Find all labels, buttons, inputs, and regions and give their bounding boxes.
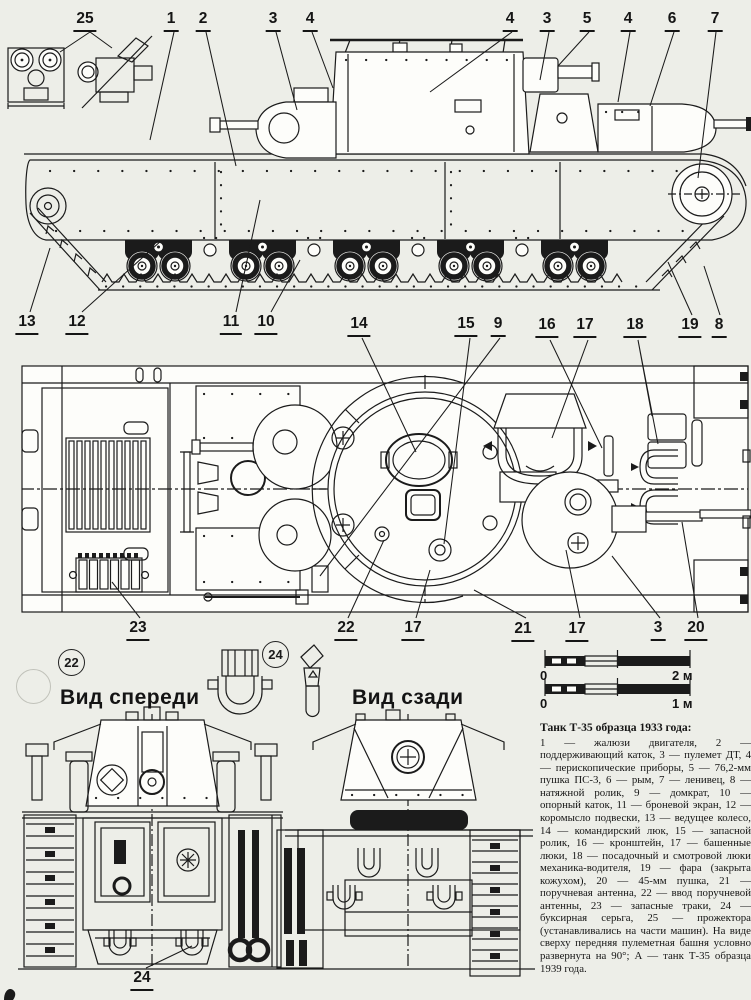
rear-left-track — [276, 829, 324, 969]
callout-3b: 3 — [539, 10, 555, 32]
callout-11: 11 — [219, 313, 243, 335]
callout-16: 16 — [535, 316, 559, 338]
callout-17: 17 — [573, 316, 597, 338]
callout-3: 3 — [265, 10, 281, 32]
rear-right-track — [469, 829, 521, 977]
scale1m-end: 1 м — [672, 696, 693, 711]
antenna-input-drawing — [300, 644, 324, 718]
shackle-drawing — [207, 649, 273, 715]
parts-legend: Танк Т-35 образца 1933 года: 1 — жалюзи … — [540, 721, 751, 975]
bracket-top — [603, 435, 614, 477]
rear-mg-turret-top — [258, 498, 332, 572]
callout-6: 6 — [664, 10, 680, 32]
callout-17c: 17 — [565, 620, 589, 642]
front-left-track — [23, 814, 77, 968]
callout-5: 5 — [579, 10, 595, 32]
scale2m-zero: 0 — [540, 668, 548, 683]
front-view-label: Вид спереди — [60, 686, 200, 709]
rear-view-label: Вид сзади — [352, 686, 464, 709]
callout-20: 20 — [684, 619, 708, 641]
legend-title: Танк Т-35 образца 1933 года: — [540, 721, 692, 734]
rear-45mm-turret-side — [209, 87, 337, 159]
scale-bar-2m — [544, 650, 691, 668]
rear-view-drawing — [276, 709, 533, 977]
commander-hatch — [385, 433, 453, 487]
front-45mm-turret-side — [597, 103, 751, 153]
top-view-drawing — [21, 365, 751, 613]
callout-4: 4 — [302, 10, 318, 32]
callout-8: 8 — [711, 316, 727, 338]
callout-12: 12 — [65, 313, 89, 335]
scale-bar-1m — [544, 678, 691, 696]
callout-19: 19 — [678, 316, 702, 338]
drive-sprocket — [29, 187, 67, 225]
searchlight-inset-drawing — [7, 35, 153, 109]
callout-17b: 17 — [401, 619, 425, 641]
front-view-drawing — [22, 706, 283, 968]
driver-vision-hatch — [647, 441, 687, 469]
engine-louvers-top — [41, 387, 169, 593]
leader-lines — [29, 31, 721, 969]
scale1m-zero: 0 — [540, 696, 548, 711]
running-gear — [29, 163, 740, 291]
callout-18: 18 — [623, 316, 647, 338]
tow-shackles-rear — [326, 885, 463, 910]
front-right-track — [227, 814, 282, 968]
circled-24: 24 — [262, 641, 289, 668]
callout-24: 24 — [130, 969, 154, 991]
scale2m-end: 2 м — [672, 668, 693, 683]
callout-9: 9 — [490, 315, 506, 337]
callout-3c: 3 — [650, 619, 666, 641]
spare-tracks-top — [68, 553, 150, 593]
side-view-drawing — [24, 38, 751, 291]
callout-10: 10 — [254, 313, 278, 335]
callout-13: 13 — [15, 313, 39, 335]
legend-body: 1 — жалюзи двигателя, 2 — поддерживающий… — [540, 736, 751, 975]
tow-shackles-front — [103, 930, 209, 956]
callout-7: 7 — [707, 10, 723, 32]
callout-14: 14 — [347, 315, 371, 337]
callout-15: 15 — [454, 315, 478, 337]
muffler — [350, 810, 468, 830]
faint-stamp-mark — [16, 669, 51, 704]
callout-25: 25 — [73, 10, 97, 32]
callout-21: 21 — [511, 620, 535, 642]
callout-2: 2 — [195, 10, 211, 32]
front-45mm-turret-top — [521, 471, 751, 569]
cropped-glyph — [4, 989, 16, 1000]
jack-top — [311, 565, 329, 593]
callout-4b: 4 — [502, 10, 518, 32]
support-rollers — [202, 236, 532, 257]
callout-23: 23 — [126, 619, 150, 641]
main-turret-side — [329, 38, 530, 155]
callout-1: 1 — [163, 10, 179, 32]
circled-22: 22 — [58, 649, 85, 676]
callout-4c: 4 — [620, 10, 636, 32]
driver-entry-hatch — [647, 413, 687, 441]
rear-45mm-turret-top — [191, 404, 338, 490]
scale-bars — [544, 650, 691, 696]
callout-22: 22 — [334, 619, 358, 641]
